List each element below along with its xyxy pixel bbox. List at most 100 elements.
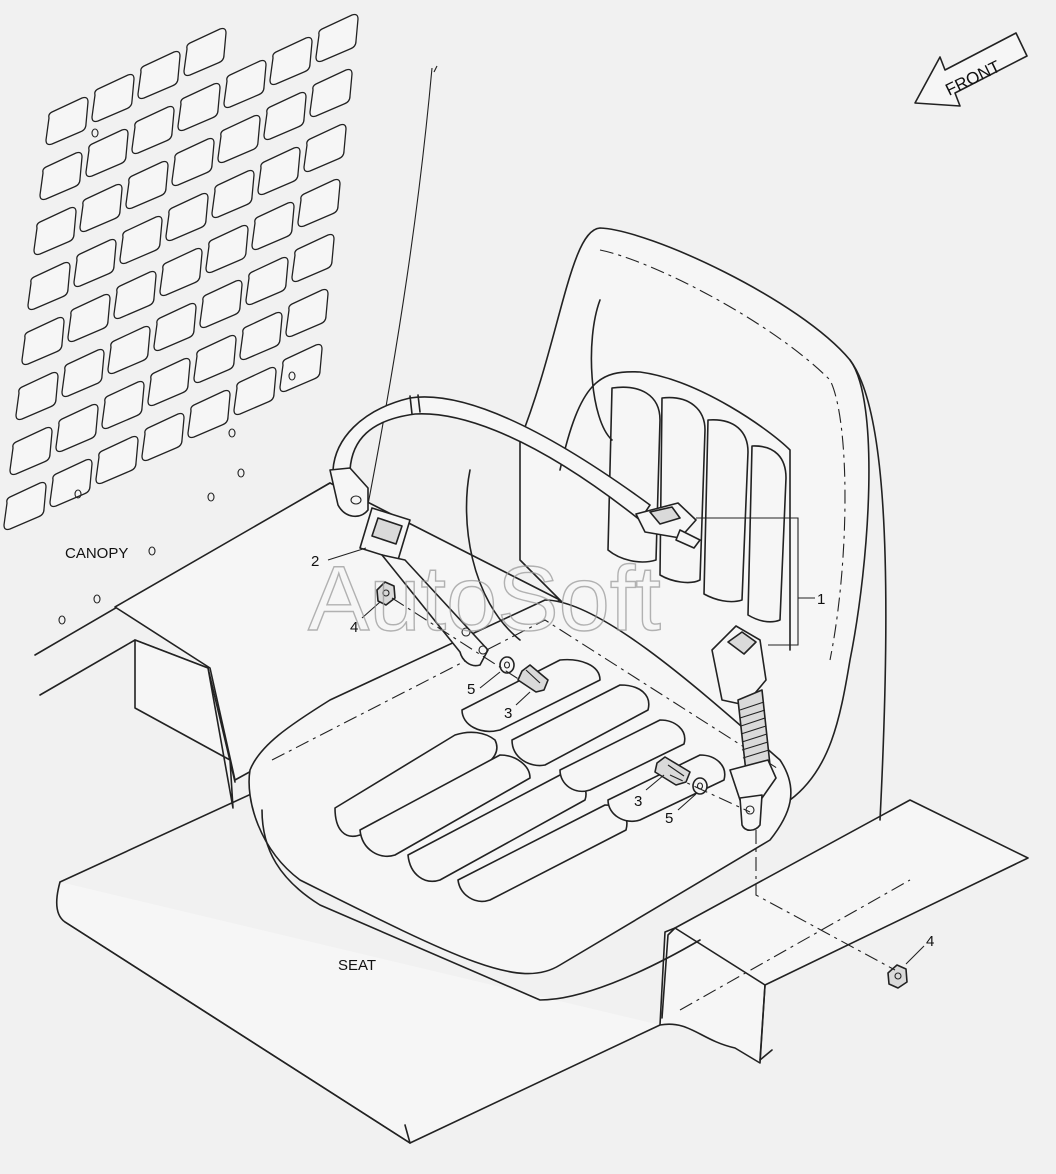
canopy-mesh-cell [285,288,329,338]
canopy-mesh-cell [303,123,347,173]
canopy-mesh-cell [257,146,301,196]
leader-4a [361,601,381,619]
canopy-frame-line [319,67,433,641]
seat-pad-1 [334,731,498,837]
canopy-mesh-cell [73,238,117,288]
canopy-mesh-cell [165,192,209,242]
seat-base-front-edge [64,921,411,1144]
belt-adjuster-slot [371,517,403,545]
canopy-mesh-cell [309,68,353,118]
canopy-mesh-cell [107,325,151,375]
callout-3-right: 3 [634,793,642,810]
canopy-mesh-cell [263,91,307,141]
canopy-mesh-cell [101,380,145,430]
canopy-mesh-cell [27,261,71,311]
seat-label: SEAT [338,957,376,974]
canopy-mesh-cell [269,36,313,86]
canopy-mesh-cell [187,389,231,439]
canopy-mesh-cell [119,215,163,265]
belt-strap-seam-2 [409,395,413,415]
seat-base-right-panel-3 [759,1049,773,1061]
seat-backrest-dash [599,249,846,661]
seat-pad-6 [511,684,650,767]
nut-left [376,581,396,606]
canopy-mesh-cell [49,458,93,508]
nut-right [887,964,908,989]
washer-left-hole [503,661,511,669]
seat-bolster-line-2 [590,299,613,441]
canopy-frame-line-2 [433,65,438,73]
buckle-stalk-ribs [739,701,770,759]
seat-cushion-lower [261,809,701,1001]
leader-3b [645,774,665,791]
seat-base-plate [55,799,1029,1144]
assembly-line-floor [679,879,911,1011]
canopy-mesh-cell [297,178,341,228]
bolt-left-thread [525,669,541,684]
canopy-mesh-cell [137,50,181,100]
canopy-mesh-cell [159,247,203,297]
canopy-mesh-cell [95,435,139,485]
buckle-opening [727,631,757,655]
canopy-mesh-cell [91,73,135,123]
canopy-mesh-cell [223,59,267,109]
bolt-right [654,756,691,786]
backrest-pad-4 [747,445,787,623]
belt-lap-hole-2 [478,645,488,655]
seat-cushion-dash [271,619,781,771]
canopy-mesh-cell [21,316,65,366]
canopy-mesh-cell [239,311,283,361]
leader-5b [677,793,697,811]
callout-4-right: 4 [926,933,934,950]
buckle-base [729,759,777,801]
watermark: AutoSoft [308,548,661,650]
belt-strap-lap [381,554,489,667]
washer-left [499,656,515,674]
canopy-mesh-cell [177,82,221,132]
canopy-mesh-cell [245,256,289,306]
canopy-mesh-cell [291,233,335,283]
canopy-label: CANOPY [65,545,128,562]
belt-strap-seam [417,394,421,413]
belt-anchor-left [329,467,369,518]
canopy-mesh-cell [171,137,215,187]
canopy-mesh-cell [251,201,295,251]
canopy-mesh-cell [9,426,53,476]
canopy-mesh-cell [85,128,129,178]
seat-base-right-panel [674,927,766,1061]
canopy-mesh-cell [183,27,227,77]
canopy-mesh-cell [205,224,249,274]
backrest-pad-1 [607,386,661,563]
belt-anchor-hole [350,495,362,505]
leader-5a [479,671,501,689]
canopy-bracket [134,639,234,809]
nut-right-hole [894,972,902,980]
canopy-holes [58,128,296,625]
seat-backrest-side [849,359,887,821]
canopy-mesh-cell [79,183,123,233]
canopy-mesh-cell [279,343,323,393]
assembly-line-right [755,830,896,971]
nut-left-hole [382,589,390,597]
canopy-mesh-cell [67,293,111,343]
callout-1: 1 [817,591,825,608]
callout-bracket-1 [696,517,815,646]
callout-5-left: 5 [467,681,475,698]
canopy-mesh-cell [131,105,175,155]
seat-bolster-line [465,469,521,641]
canopy-mesh-cell [61,348,105,398]
canopy-mesh-cell [233,366,277,416]
callout-2: 2 [311,553,319,570]
front-arrow-icon [914,32,1028,107]
bolt-right-thread [667,764,685,777]
seat-base-front-lip [404,1124,411,1144]
canopy-mesh-cell [153,302,197,352]
canopy-mesh-cell [315,13,359,63]
seat-pad-7 [559,719,686,792]
backrest-pad-3 [703,419,749,603]
seat-pad-8 [607,754,726,822]
canopy-mesh-cell [45,96,89,146]
seat-pad-2 [359,754,531,857]
callout-5-right: 5 [665,810,673,827]
